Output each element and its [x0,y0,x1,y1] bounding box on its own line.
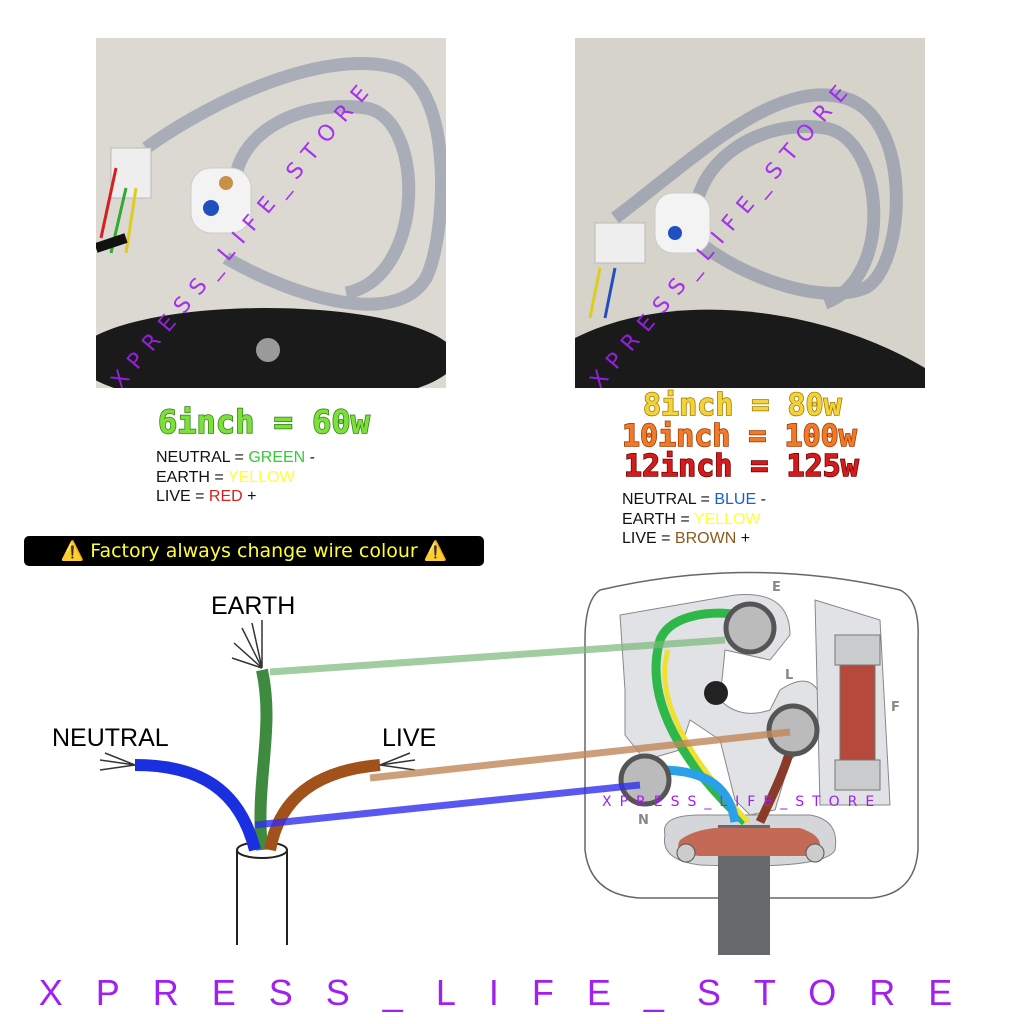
legend-key: EARTH = [156,468,228,486]
earth-connector-line [269,636,726,676]
store-footer: XPRESS_LIFE_STORE [38,972,986,1013]
terminal-label-l: L [785,668,794,683]
legend-earth: EARTH = YELLOW [156,468,315,488]
legend-live: LIVE = RED + [156,487,315,507]
terminal-label-f: F [891,700,900,715]
size-power-label: 12inch = 125w [623,448,859,485]
wiring-diagram [99,571,919,955]
terminal-label-n: N [638,813,649,828]
size-power-label: 6inch = 60w [157,402,370,442]
legend-key: NEUTRAL = [622,491,715,508]
legend-key: NEUTRAL = [156,449,249,466]
neutral-connector-line [254,781,641,829]
wire-legend-left: NEUTRAL = GREEN - EARTH = YELLOW LIVE = … [156,448,315,507]
neutral-label: NEUTRAL [52,724,169,752]
size-power-label: 8inch = 80w [642,387,842,424]
legend-sign: - [756,491,766,508]
warning-icon: ⚠️ [423,540,448,562]
live-label: LIVE [382,724,437,752]
legend-color: YELLOW [227,468,295,486]
warning-icon: ⚠️ [60,540,85,562]
warning-banner: ⚠️ Factory always change wire colour ⚠️ [24,536,484,566]
legend-color: BLUE [714,491,757,508]
product-photo-left: XPRESS_LIFE_STORE [96,38,446,388]
legend-live: LIVE = BROWN + [622,529,766,549]
legend-color: RED [208,488,243,505]
cable-illustration [99,620,416,945]
legend-neutral: NEUTRAL = BLUE - [622,490,766,510]
legend-sign: - [305,449,316,466]
size-power-label: 10inch = 100w [621,418,857,455]
legend-key: EARTH = [622,510,694,528]
plug-watermark: XPRESS_LIFE_STORE [602,794,883,810]
wire-legend-right: NEUTRAL = BLUE - EARTH = YELLOW LIVE = B… [622,490,766,549]
legend-key: LIVE = [156,488,209,505]
live-connector-line [369,728,791,782]
product-photo-right: XPRESS_LIFE_STORE [575,38,925,388]
earth-label: EARTH [211,592,296,620]
warning-text: Factory always change wire colour [90,540,418,562]
legend-earth: EARTH = YELLOW [622,510,766,530]
legend-neutral: NEUTRAL = GREEN - [156,448,315,468]
legend-sign: + [242,488,257,505]
terminal-label-e: E [772,580,781,595]
legend-sign: + [736,530,751,547]
legend-color: GREEN [248,449,306,466]
plug-illustration [584,571,919,955]
legend-key: LIVE = [622,530,675,547]
legend-color: BROWN [674,530,737,547]
legend-color: YELLOW [693,510,761,528]
